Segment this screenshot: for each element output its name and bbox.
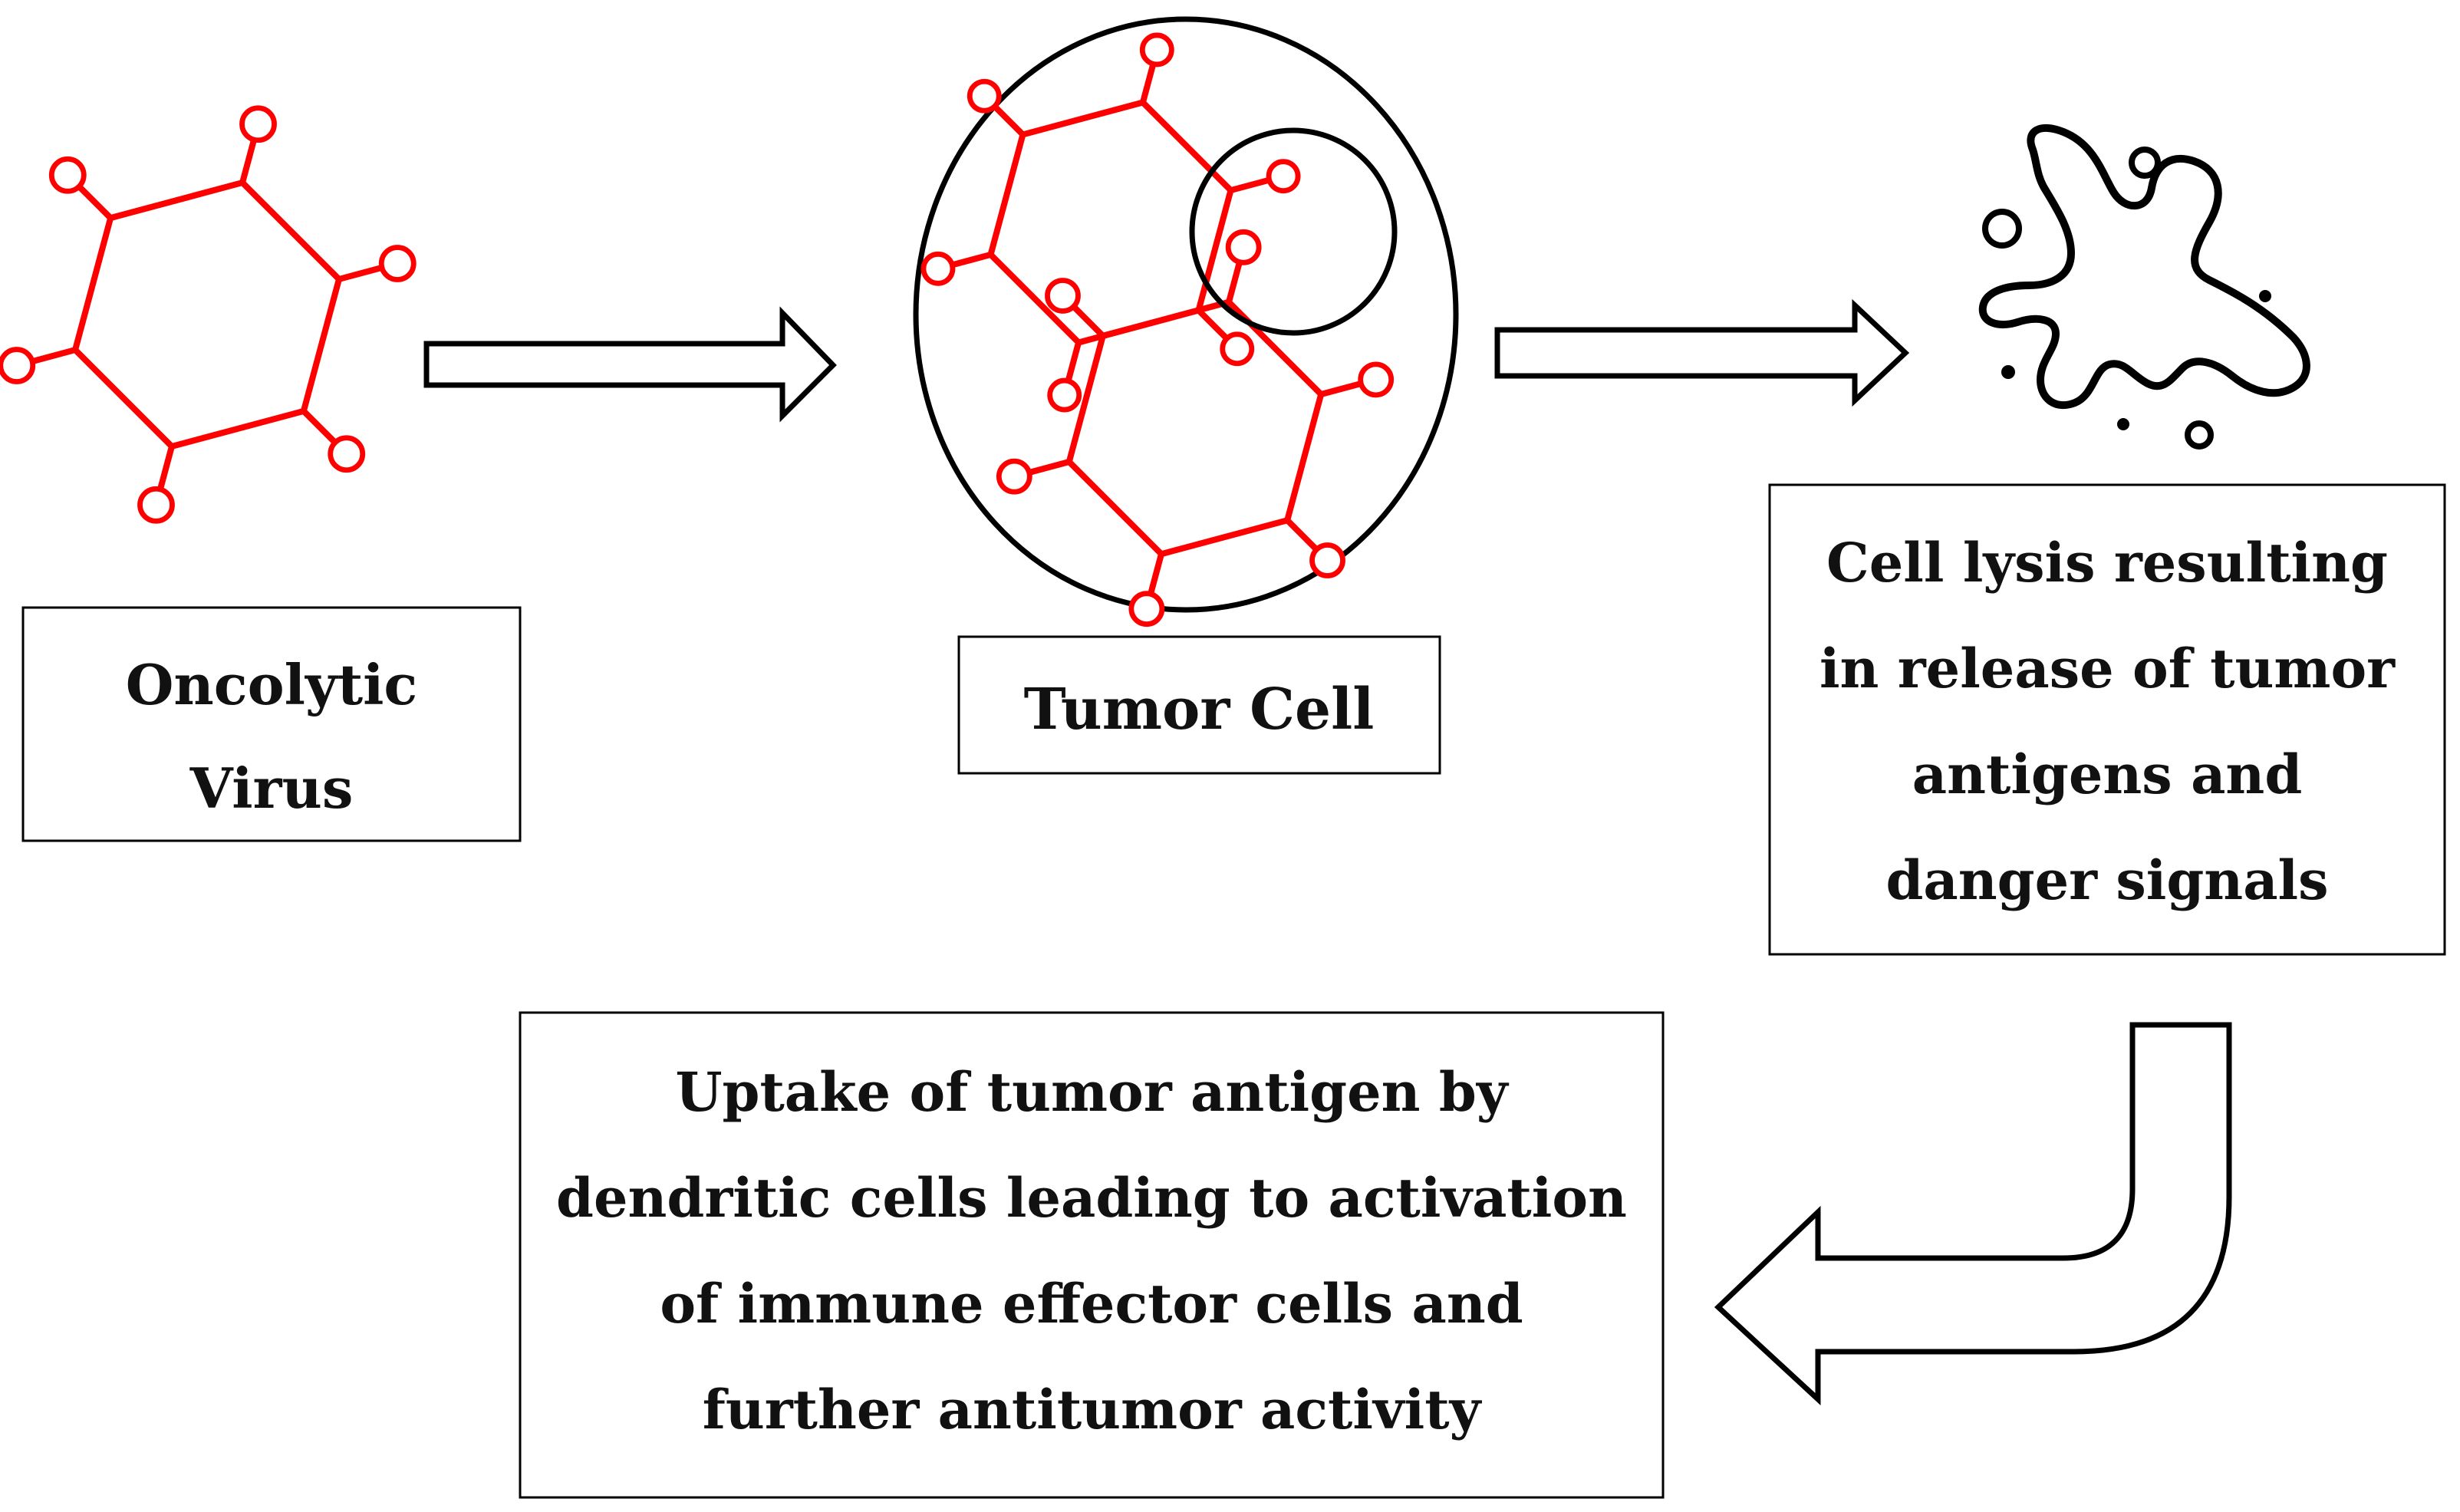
- virus-spike-knob: [967, 78, 1002, 114]
- virus-spike-knob: [1128, 591, 1165, 628]
- virus-spike: [1320, 380, 1362, 397]
- splash-droplet: [2129, 147, 2161, 179]
- virus-spike: [77, 184, 113, 220]
- virus-spike-knob: [1266, 159, 1301, 194]
- virus-spike: [1028, 459, 1070, 476]
- virus-spike-knob: [1220, 331, 1255, 367]
- virus-spike-knob: [1045, 278, 1081, 314]
- splash-dot: [2117, 418, 2129, 430]
- splash-outline: [1978, 124, 2310, 410]
- oncolytic-virus-label-line-1: Oncolytic: [126, 652, 418, 717]
- arrow-virus-to-cell: [423, 306, 837, 423]
- hexagonal-virus-icon: [996, 229, 1395, 628]
- splash-droplet: [1982, 209, 2022, 249]
- virus-spike: [301, 409, 338, 445]
- virus-spike: [1140, 63, 1157, 104]
- hexagonal-virus-icon: [920, 32, 1301, 413]
- cell-lysis-splash-icon: [1978, 124, 2310, 450]
- virus-spike-knob: [920, 251, 956, 286]
- virus-spike: [1285, 518, 1319, 552]
- virus-spike: [1071, 304, 1105, 338]
- virus-spike: [157, 445, 175, 490]
- hexagonal-virus-icon: [0, 105, 417, 524]
- tumor-cell-box: Tumor Cell: [957, 635, 1441, 775]
- arrow-cell-to-lysis: [1494, 298, 1910, 407]
- curved-arrow-lysis-to-uptake: [1714, 1022, 2232, 1405]
- virus-spike: [1065, 341, 1082, 382]
- virus-spike-knob: [1309, 542, 1345, 578]
- virus-spike-knob: [1047, 377, 1082, 413]
- splash-dot: [2001, 365, 2015, 379]
- virus-spike: [1230, 176, 1270, 193]
- tumor-cell-icon: [913, 16, 1459, 628]
- virus-spike: [1148, 553, 1164, 595]
- uptake-label-line-2: dendritic cells leading to activation: [556, 1166, 1627, 1230]
- uptake-label-line-4: further antitumor activity: [703, 1378, 1483, 1441]
- virus-spike: [1196, 308, 1230, 341]
- virus-spike-knob: [1358, 361, 1395, 398]
- tumor-cell-label: Tumor Cell: [1024, 677, 1375, 743]
- virus-spike: [239, 139, 257, 184]
- virus-spike-knob: [996, 458, 1032, 495]
- cell-lysis-label-line-2: in release of tumor: [1819, 637, 2396, 700]
- cell-lysis-label-line-3: antigens and: [1912, 743, 2303, 806]
- virus-spike-knob: [137, 486, 175, 524]
- virus-spike-knob: [378, 245, 417, 282]
- oncolytic-virus-label-line-2: Virus: [189, 756, 354, 821]
- virus-spike-knob: [328, 435, 366, 473]
- virus-spike-knob: [1225, 229, 1262, 265]
- tumor-cell-nucleus: [1189, 127, 1398, 336]
- virus-spike: [951, 252, 992, 268]
- virus-spike: [31, 347, 77, 364]
- virus-spike: [992, 104, 1026, 137]
- uptake-label-line-3: of immune effector cells and: [660, 1272, 1523, 1336]
- cell-lysis-label-line-4: danger signals: [1885, 848, 2328, 912]
- cell-lysis-label-line-1: Cell lysis resulting: [1826, 531, 2388, 595]
- virus-spike: [1226, 261, 1243, 303]
- splash-droplet: [2185, 420, 2214, 450]
- virus-spike-knob: [0, 347, 36, 384]
- uptake-box: Uptake of tumor antigen by dendritic cel…: [519, 1011, 1665, 1499]
- oncolytic-virus-box: Oncolytic Virus: [21, 606, 522, 842]
- virus-spike-knob: [48, 156, 87, 194]
- splash-dot: [2259, 290, 2271, 302]
- virus-spike-knob: [239, 105, 277, 143]
- virus-capsid: [72, 180, 342, 450]
- virus-spike: [338, 265, 383, 282]
- virus-spike-knob: [1139, 32, 1174, 68]
- uptake-label-line-1: Uptake of tumor antigen by: [675, 1060, 1509, 1124]
- cell-lysis-box: Cell lysis resulting in release of tumor…: [1768, 483, 2446, 956]
